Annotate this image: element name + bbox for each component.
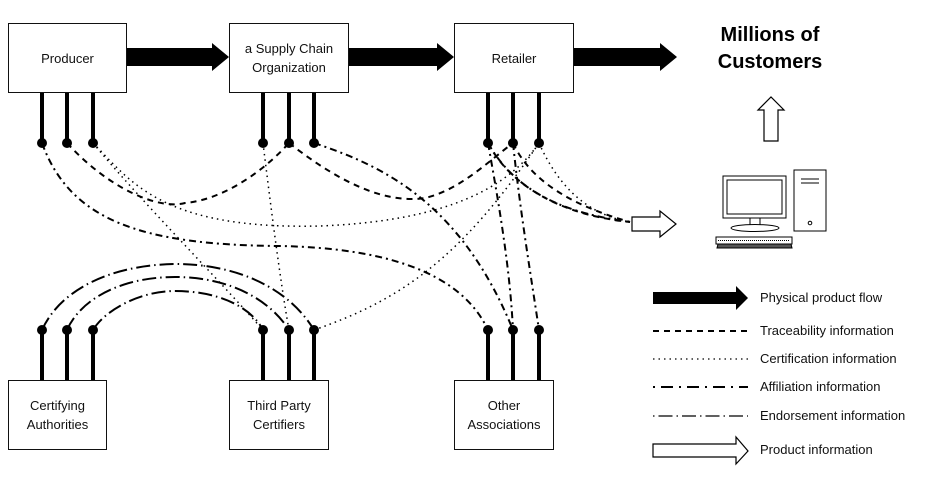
- customers-title-line2: Customers: [717, 51, 823, 73]
- legend-label-traceability: Traceability information: [760, 323, 894, 338]
- node-other-label-line1: Other: [487, 398, 521, 413]
- legend-label-endorsement: Endorsement information: [760, 408, 906, 423]
- legend-product-info-icon: [652, 435, 749, 466]
- arrow-retailer-to-customers: [574, 43, 677, 71]
- arrow-producer-to-supply-chain: [127, 43, 229, 71]
- affiliation-link: [487, 142, 631, 223]
- endorsement-link: [41, 262, 315, 331]
- customers-title-line1: Millions of: [720, 24, 820, 46]
- node-third-party-label-line2: Certifiers: [252, 417, 305, 432]
- node-retailer: Retailer: [454, 23, 574, 93]
- certification-link: [92, 142, 264, 331]
- certification-link: [538, 142, 631, 223]
- legend-symbols: [652, 286, 749, 466]
- connector-stems: [40, 93, 541, 380]
- node-certifying-label-line1: Certifying: [30, 398, 85, 413]
- node-third-party-label-line1: Third Party: [247, 398, 311, 413]
- up-arrow-icon: [756, 96, 786, 142]
- node-supply-chain-label-line2: Organization: [252, 60, 326, 75]
- computer-icon: [715, 169, 827, 249]
- node-supply-chain: a Supply Chain Organization: [229, 23, 349, 93]
- endorsement-link: [66, 275, 290, 331]
- traceability-link: [512, 142, 631, 223]
- legend-label-physical: Physical product flow: [760, 290, 883, 305]
- node-certifying-label-line2: Authorities: [26, 417, 89, 432]
- affiliation-link: [41, 142, 489, 331]
- legend-physical-flow-icon: [653, 286, 748, 310]
- node-certifying-authorities: Certifying Authorities: [8, 380, 107, 450]
- certification-link: [262, 142, 290, 331]
- arrow-supply-chain-to-retailer: [349, 43, 454, 71]
- legend-label-product-info: Product information: [760, 442, 873, 457]
- traceability-link: [66, 142, 290, 206]
- traceability-link: [288, 142, 514, 200]
- node-supply-chain-label-line1: a Supply Chain: [244, 41, 334, 56]
- physical-flow-arrows: [127, 43, 677, 71]
- certification-link: [313, 142, 540, 331]
- node-retailer-label: Retailer: [491, 50, 537, 66]
- certification-link: [92, 142, 540, 227]
- legend-label-affiliation: Affiliation information: [760, 379, 881, 394]
- product-info-arrow-icon: [631, 209, 677, 239]
- endorsement-link: [92, 289, 264, 331]
- connector-dots: [37, 138, 544, 335]
- node-other-label-line2: Associations: [467, 417, 541, 432]
- affiliation-link: [512, 142, 540, 331]
- traceability-link: [487, 142, 631, 223]
- legend-label-certification: Certification information: [760, 351, 897, 366]
- node-other-associations: Other Associations: [454, 380, 554, 450]
- customers-title: Millions of Customers: [700, 22, 840, 76]
- node-producer-label: Producer: [41, 50, 94, 66]
- node-producer: Producer: [8, 23, 127, 93]
- affiliation-link: [313, 142, 514, 331]
- node-third-party-certifiers: Third Party Certifiers: [229, 380, 329, 450]
- affiliation-link: [487, 142, 514, 331]
